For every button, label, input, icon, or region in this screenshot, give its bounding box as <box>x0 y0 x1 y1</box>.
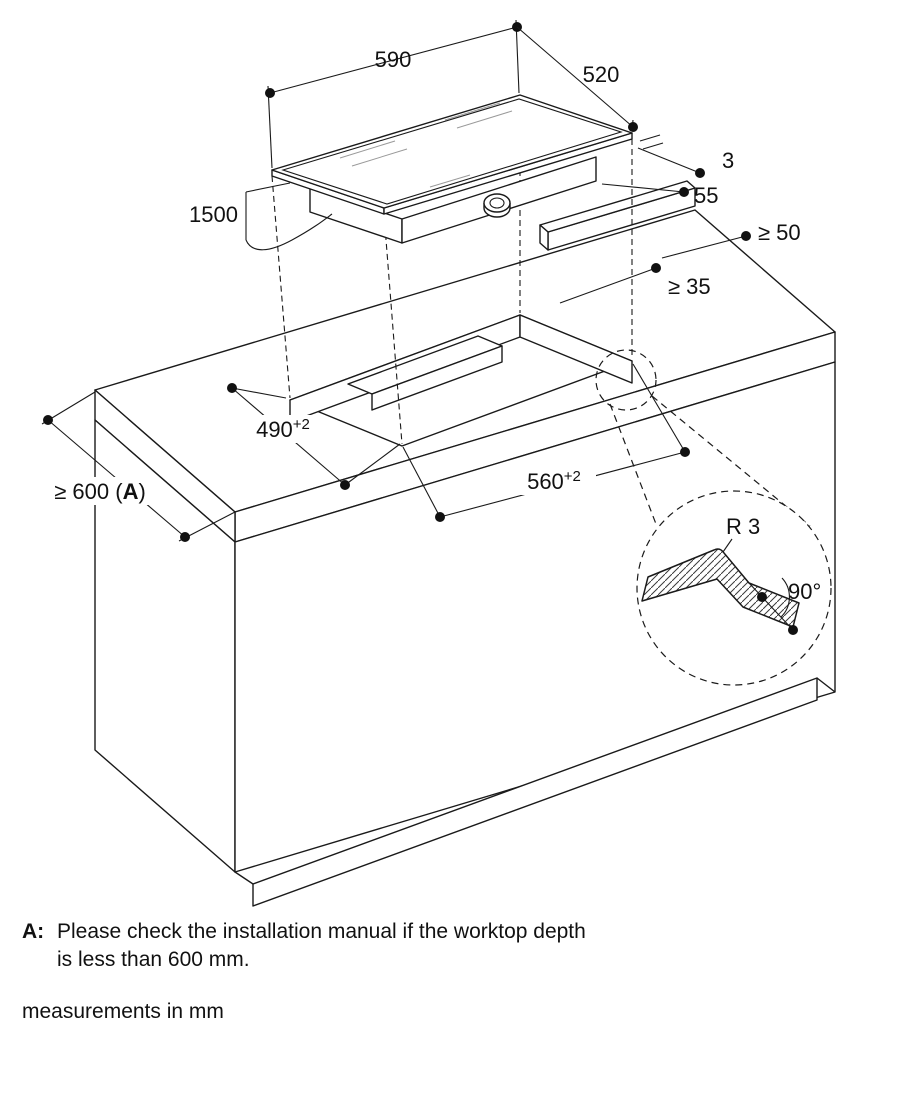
dim-600-label-bg <box>44 477 158 505</box>
footnote-a: A: Please check the installation manual … <box>22 918 782 973</box>
dim-600-label: ≥ 600 (A) <box>54 479 146 504</box>
worktop-cutout <box>289 314 633 447</box>
plinth-connector-right <box>816 677 836 693</box>
dim-1500-label: 1500 <box>189 202 238 227</box>
dim-590-label: 590 <box>375 47 412 72</box>
detail-callout: R 3 90° <box>595 349 832 686</box>
projection-line-front <box>383 213 403 445</box>
angle-end-dot <box>788 625 798 635</box>
dim-55-label: 55 <box>694 183 718 208</box>
backsplash-upstand <box>539 180 696 251</box>
angle-arc <box>780 577 790 618</box>
dim-50: ≥ 50 <box>661 220 801 259</box>
dim-55: 55 <box>601 183 718 208</box>
dim-560-label: 560+2 <box>527 468 581 494</box>
dim-3-label: 3 <box>722 148 734 173</box>
dim-1500: 1500 <box>189 182 291 240</box>
dim-35: ≥ 35 <box>559 263 711 304</box>
footnote-a-key: A: <box>22 920 45 943</box>
dim-590: 590 <box>265 19 522 169</box>
cooktop-glass-top <box>271 94 633 209</box>
cooktop-glass-bevel <box>281 98 623 205</box>
footnote-a-text: Please check the installation manual if … <box>57 918 586 973</box>
plinth-connector-left <box>234 871 254 885</box>
cabinet-crossbar-front <box>371 345 503 411</box>
footnote-a-line1: Please check the installation manual if … <box>57 920 586 943</box>
upstand-left-end <box>539 224 549 251</box>
footnote-a-line2: is less than 600 mm. <box>57 947 250 971</box>
power-cable <box>245 213 333 251</box>
dim-490: 490+2 <box>227 383 401 490</box>
dim-520: 520 <box>516 26 638 132</box>
knob-ring <box>489 197 505 209</box>
dimensions: 590 520 3 55 ≥ 50 <box>41 19 801 542</box>
dim-520-label: 520 <box>583 62 620 87</box>
angle-label: 90° <box>788 579 821 604</box>
detail-source-circle <box>595 349 657 411</box>
angle-leg-line <box>748 582 794 631</box>
radius-leader <box>722 538 733 553</box>
dim-50-label: ≥ 50 <box>758 220 801 245</box>
dim-490-label-bg <box>243 415 325 443</box>
dim-490-label: 490+2 <box>256 416 310 442</box>
plinth-face <box>252 677 818 907</box>
dim-560-label-bg <box>514 467 596 495</box>
dim-600: ≥ 600 (A) <box>41 391 236 542</box>
radius-label: R 3 <box>726 514 760 539</box>
control-knob <box>483 193 511 218</box>
units-note: measurements in mm <box>22 1000 224 1023</box>
knob-top <box>483 193 511 213</box>
dim-560: 560+2 <box>402 363 690 522</box>
cutout-inner-right-wall <box>519 314 633 384</box>
burner-markings <box>339 102 513 188</box>
dim-3: 3 <box>637 134 734 178</box>
angle-vertex-dot <box>757 592 767 602</box>
cooktop <box>245 94 633 251</box>
detail-connector-left <box>609 403 657 525</box>
dim-35-label: ≥ 35 <box>668 274 711 299</box>
projection-line-left <box>271 175 291 399</box>
